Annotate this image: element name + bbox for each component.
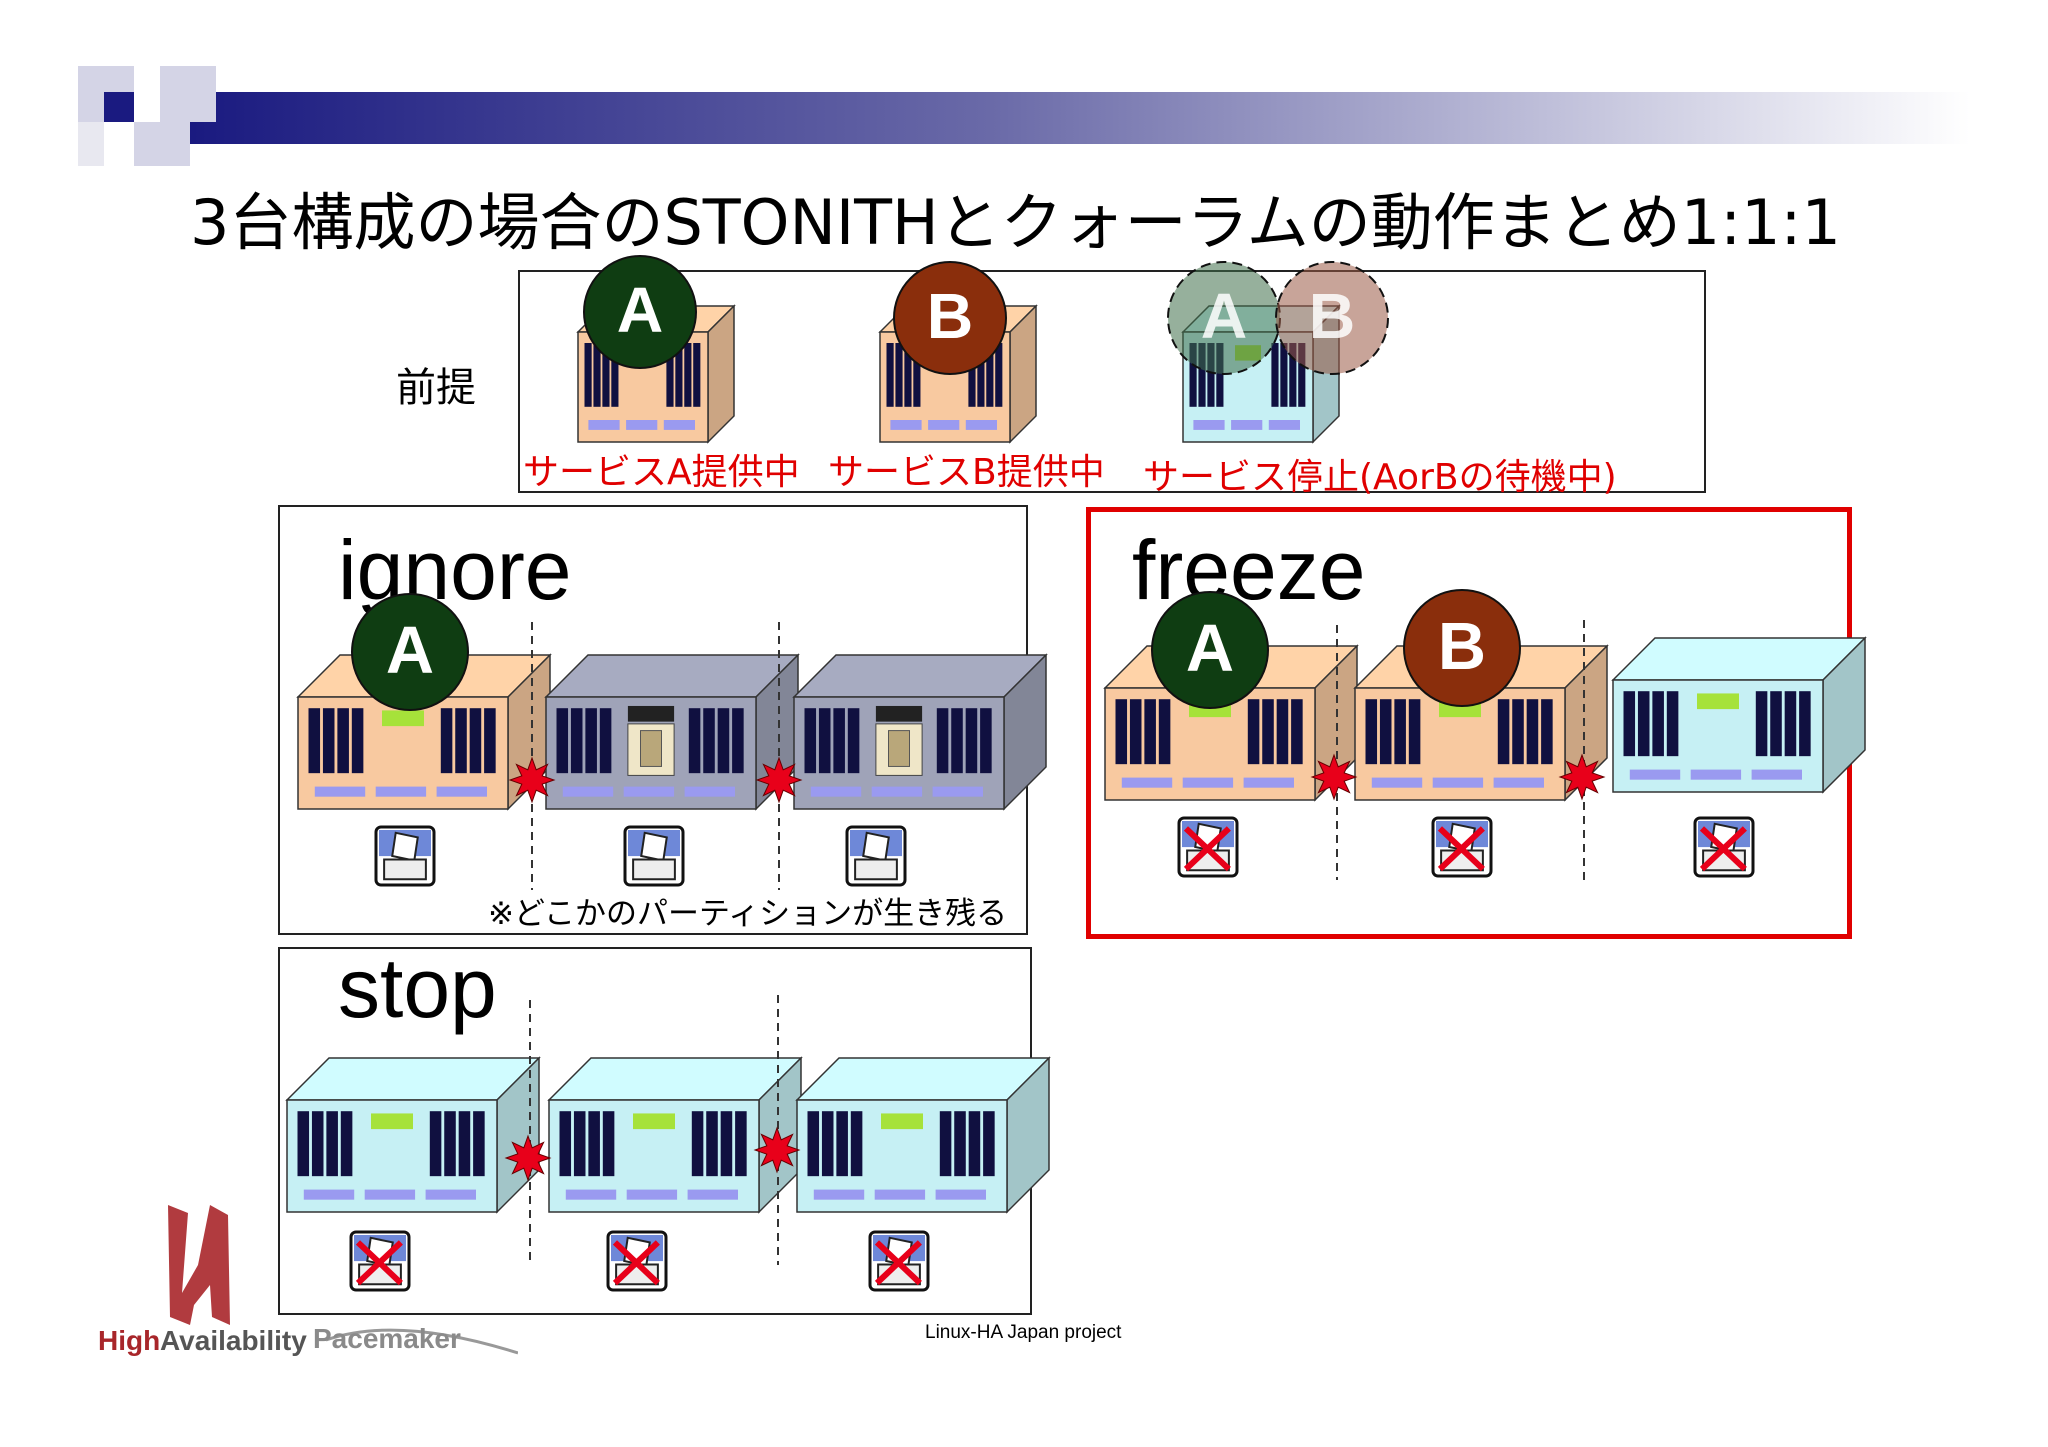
freeze-ballot-2 <box>1431 816 1493 878</box>
logo-high: High <box>98 1325 161 1356</box>
stop-ballot-3 <box>868 1230 930 1292</box>
freeze-ballot-3 <box>1693 816 1755 878</box>
svg-text:A: A <box>386 614 434 688</box>
ha-logo: High Availability Pacemaker <box>98 1205 518 1365</box>
premise-caption-standby: サービス停止(AorBの待機中) <box>1143 457 1617 498</box>
ignore-server-3 <box>792 653 1048 811</box>
freeze-ballot-1 <box>1177 816 1239 878</box>
ignore-ballot-2 <box>623 825 685 887</box>
stop-server-1 <box>285 1056 541 1214</box>
slide-title: 3台構成の場合のSTONITHとクォーラムの動作まとめ1:1:1 <box>190 186 1841 259</box>
footer-text: Linux-HA Japan project <box>925 1322 1122 1343</box>
svg-text:A: A <box>1201 280 1248 352</box>
ignore-badge-a: A <box>351 593 469 711</box>
header-decoration <box>78 66 1970 166</box>
stop-burst-2 <box>753 1126 801 1174</box>
stop-label: stop <box>338 941 497 1035</box>
premise-badge-standby-a: A <box>1167 261 1281 375</box>
freeze-burst-2 <box>1558 753 1606 801</box>
freeze-label: freeze <box>1132 523 1366 617</box>
ignore-note: ※どこかのパーティションが生き残る <box>488 896 1008 932</box>
freeze-burst-1 <box>1310 753 1358 801</box>
premise-caption-a: サービスA提供中 <box>523 452 800 493</box>
ignore-ballot-3 <box>845 825 907 887</box>
stop-ballot-1 <box>349 1230 411 1292</box>
ignore-server-1 <box>296 653 552 811</box>
ignore-burst-1 <box>508 756 556 804</box>
stop-ballot-2 <box>606 1230 668 1292</box>
svg-text:A: A <box>617 274 664 346</box>
premise-label: 前提 <box>396 365 476 411</box>
ha-logo-mark <box>168 1205 518 1355</box>
freeze-server-3 <box>1611 636 1867 794</box>
svg-text:B: B <box>1309 280 1356 352</box>
ignore-burst-2 <box>755 756 803 804</box>
svg-text:B: B <box>1438 610 1486 684</box>
logo-pacemaker: Pacemaker <box>313 1323 461 1354</box>
premise-badge-standby-b: B <box>1275 261 1389 375</box>
logo-availability: Availability <box>160 1325 307 1356</box>
stop-burst-1 <box>504 1134 552 1182</box>
premise-badge-b: B <box>893 261 1007 375</box>
premise-badge-a: A <box>583 255 697 369</box>
svg-text:B: B <box>927 280 974 352</box>
freeze-badge-a: A <box>1151 591 1269 709</box>
ignore-label: ignore <box>338 523 572 617</box>
premise-caption-b: サービスB提供中 <box>828 452 1105 493</box>
ignore-ballot-1 <box>374 825 436 887</box>
freeze-badge-b: B <box>1403 589 1521 707</box>
stop-server-3 <box>795 1056 1051 1214</box>
stop-server-2 <box>547 1056 803 1214</box>
ignore-server-2 <box>544 653 800 811</box>
svg-text:A: A <box>1186 612 1234 686</box>
